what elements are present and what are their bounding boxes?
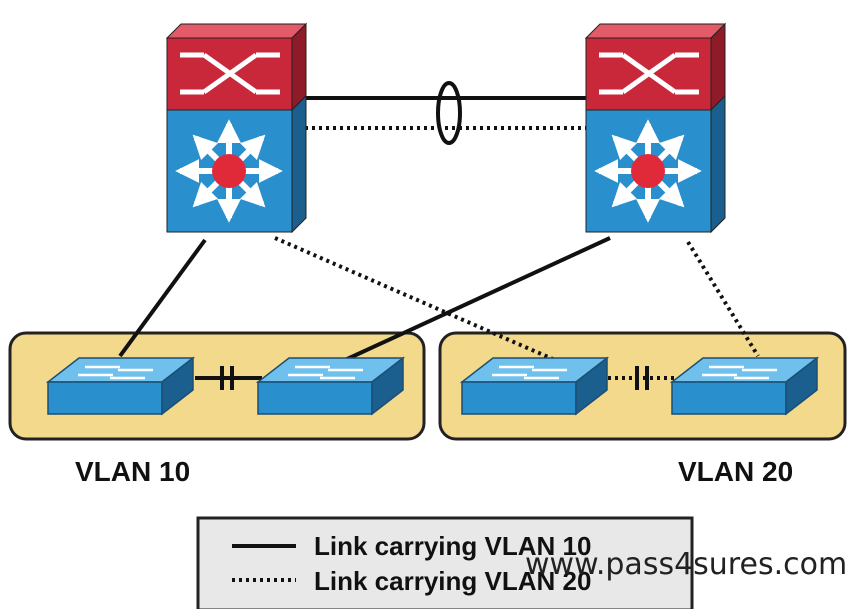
uplink-left-to-sw1 [118,238,207,358]
access-switch-4 [669,356,820,416]
uplink-right-to-sw4 [686,240,760,358]
multilayer-switch-left [165,22,308,234]
multilayer-switch-right [584,22,727,234]
etherchannel-bundle-icon [436,81,462,145]
vlan20-label: VLAN 20 [678,456,793,487]
crossbar-icon [180,52,280,95]
watermark: www.pass4sures.com [525,547,847,582]
vlan10-label: VLAN 10 [75,456,190,487]
legend-dotted-label: Link carrying VLAN 20 [314,566,591,596]
access-switch-1 [45,356,196,416]
blocked-port-icon [220,366,234,390]
access-switch-3 [459,356,610,416]
legend-solid-label: Link carrying VLAN 10 [314,531,591,561]
legend-box [196,516,694,609]
crossbar-icon [599,52,699,95]
uplink-left-to-sw3 [274,236,556,362]
access-switch-2 [255,356,406,416]
blocked-port-icon [635,366,649,390]
uplink-right-to-sw2 [344,236,611,362]
